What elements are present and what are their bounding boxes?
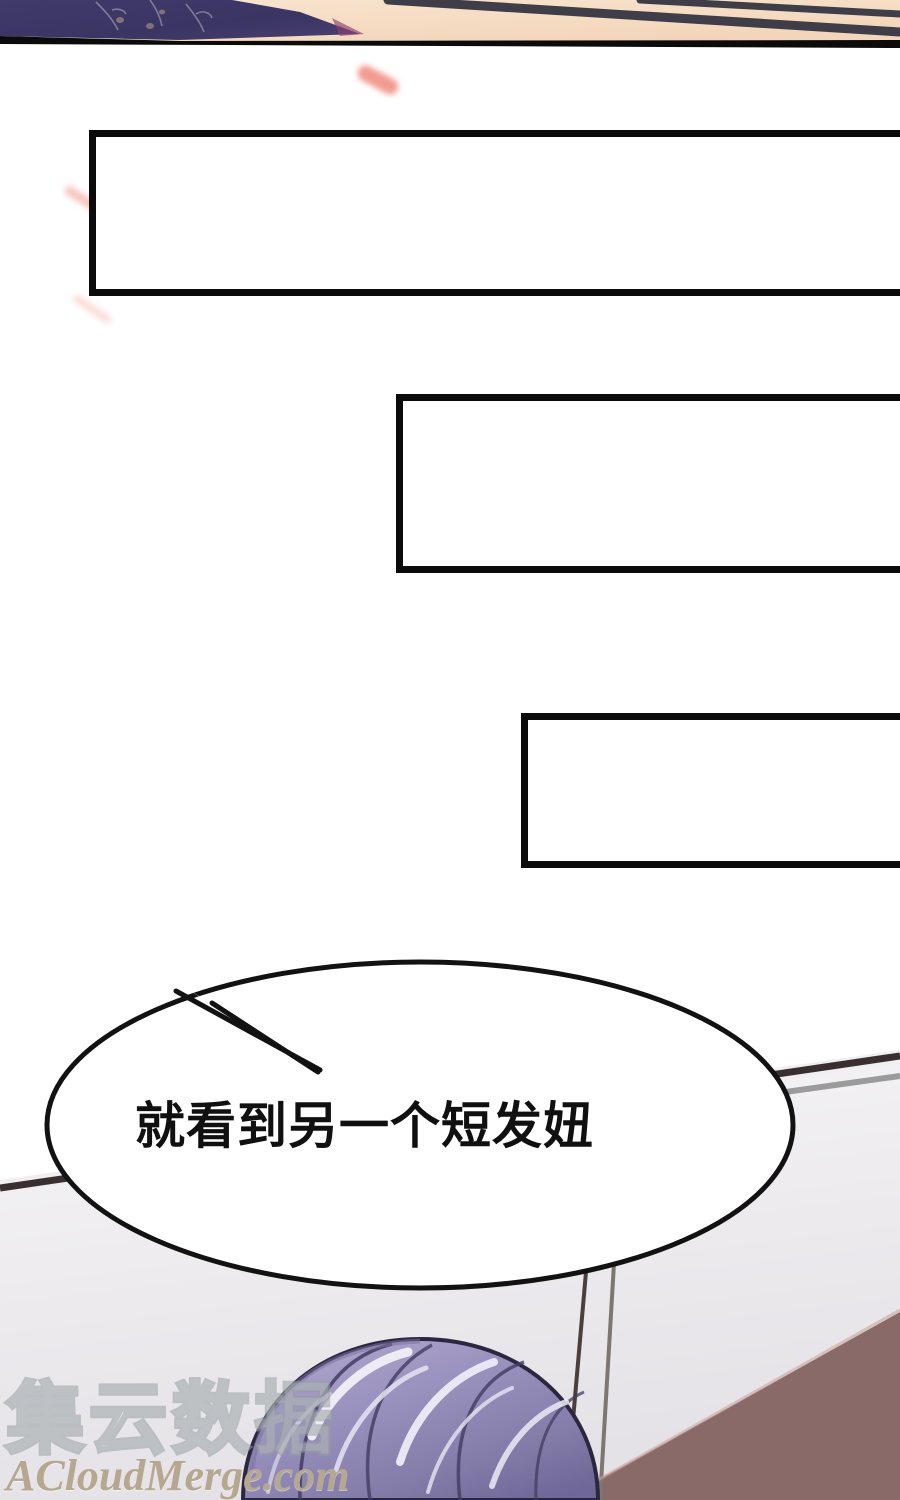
balloon-tail-edge-upper xyxy=(173,988,323,1073)
hair-highlight-4 xyxy=(426,1386,514,1494)
hair-strand-line-2 xyxy=(365,1343,433,1500)
hair-highlight-3 xyxy=(396,1358,498,1466)
hair-highlight-5 xyxy=(489,1399,569,1489)
narration-box-middle[interactable] xyxy=(396,394,900,573)
narration-box-top[interactable] xyxy=(89,130,900,296)
top-strip-art xyxy=(0,0,900,48)
fabric-edge-glint xyxy=(332,18,364,36)
top-strip-border xyxy=(0,36,900,48)
fabric-embroidery xyxy=(95,0,213,33)
hair-strand-line-3 xyxy=(456,1360,525,1500)
narration-box-lower[interactable] xyxy=(521,713,900,868)
hair-strand-diagonal-1 xyxy=(383,0,900,37)
speech-balloon-ellipse[interactable] xyxy=(44,959,796,1291)
hair-strand-line-4 xyxy=(534,1390,585,1500)
balloon-dialogue-text: 就看到另一个短发妞 xyxy=(135,1098,594,1154)
hair-highlight-6 xyxy=(266,1392,332,1494)
hair-rim-shadow xyxy=(249,1338,421,1471)
fabric-flowers xyxy=(116,9,166,29)
purple-hair-group xyxy=(240,1336,601,1500)
floor-plane-inner xyxy=(560,1312,900,1500)
floor-edge-highlight xyxy=(565,1308,900,1500)
blush-stroke-lower-left xyxy=(73,294,111,324)
navy-floral-fabric xyxy=(0,0,360,40)
hair-highlight-2 xyxy=(333,1365,429,1473)
hair-highlight-1 xyxy=(307,1347,413,1441)
blush-stroke-top xyxy=(357,65,399,95)
hair-strand-diagonal-2 xyxy=(636,0,900,18)
